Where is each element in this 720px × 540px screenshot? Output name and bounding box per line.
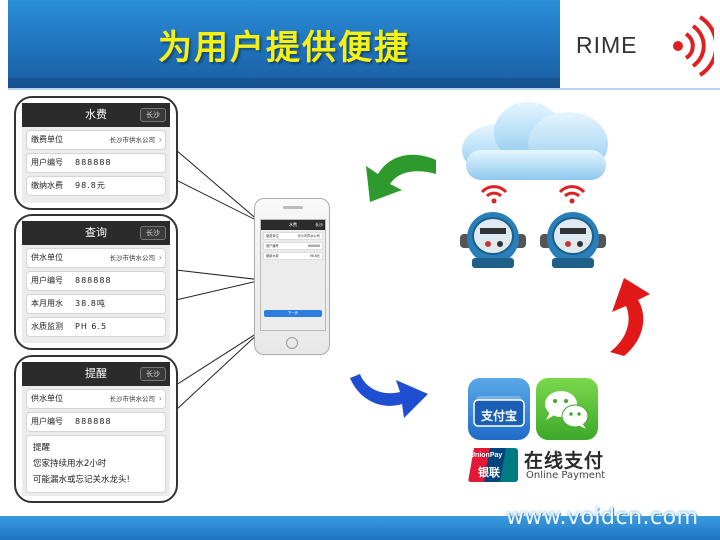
wifi-signal-icon xyxy=(480,185,508,204)
page-title: 为用户提供便捷 xyxy=(158,28,410,68)
panel-water-fee: 水费 长沙 缴费单位 长沙市供水公司 › 用户编号 888888 缴纳水费 98… xyxy=(14,96,178,210)
query-user-id-row[interactable]: 用户编号 888888 xyxy=(26,271,166,291)
query-unit-label: 供水单位 xyxy=(31,253,63,262)
alipay-wallet-icon xyxy=(473,396,525,427)
query-usage-label: 本月用水 xyxy=(31,299,63,308)
chevron-right-icon: › xyxy=(158,394,162,403)
reminder-message: 提醒 您家持续用水2小时 可能漏水或忘记关水龙头! xyxy=(26,435,166,493)
phone-row-value: 888888 xyxy=(307,244,320,248)
signal-waves-icon xyxy=(673,15,714,77)
fee-amount-row[interactable]: 缴纳水费 98.8元 xyxy=(26,176,166,196)
next-button[interactable]: 下一步 xyxy=(264,310,322,317)
watermark: www.voidcn.com xyxy=(506,505,699,530)
panel-query-title: 查询 xyxy=(85,226,107,239)
header-shade xyxy=(8,78,560,88)
logo-text: RIME xyxy=(576,32,638,58)
query-usage-value: 38.8吨 xyxy=(75,299,106,308)
phone-row-value: 98.8元 xyxy=(309,254,320,258)
city-button[interactable]: 长沙 xyxy=(140,367,166,381)
unionpay-label: UnionPay xyxy=(470,452,503,459)
query-usage-row[interactable]: 本月用水 38.8吨 xyxy=(26,294,166,314)
online-payment-cn: 在线支付 xyxy=(524,450,605,472)
phone-row[interactable]: 用户编号 888888 xyxy=(263,242,323,250)
phone-row[interactable]: 缴纳水费 98.8元 xyxy=(263,252,323,260)
phone-nav-title: 水费 xyxy=(289,222,297,227)
wifi-signal-icon xyxy=(558,185,586,204)
cloud-icon xyxy=(462,102,608,180)
reminder-message-title: 提醒 xyxy=(33,443,51,453)
panel-water-fee-navbar: 水费 长沙 xyxy=(22,103,170,127)
reminder-user-id-row[interactable]: 用户编号 888888 xyxy=(26,412,166,432)
panel-reminder-navbar: 提醒 长沙 xyxy=(22,362,170,386)
home-button[interactable] xyxy=(286,337,298,349)
reminder-unit-row[interactable]: 供水单位 长沙市供水公司 › xyxy=(26,389,166,409)
smartphone: 水费 长沙 缴费单位 长沙市供水公司 用户编号 888888 缴纳水费 98.8… xyxy=(254,198,330,355)
wechat-icon[interactable] xyxy=(536,378,598,440)
alipay-icon[interactable]: 支付宝 xyxy=(468,378,530,440)
reminder-user-id-label: 用户编号 xyxy=(31,417,63,426)
phone-speaker xyxy=(283,206,303,209)
city-button[interactable]: 长沙 xyxy=(140,226,166,240)
panel-query-screen: 查询 长沙 供水单位 长沙市供水公司 › 用户编号 888888 本月用水 38… xyxy=(22,221,170,343)
header-banner: 为用户提供便捷 xyxy=(8,0,560,88)
header-divider xyxy=(8,88,720,90)
reminder-message-line: 您家持续用水2小时 xyxy=(33,459,107,469)
phone-navbar: 水费 长沙 xyxy=(261,220,325,230)
fee-unit-label: 缴费单位 xyxy=(31,135,63,144)
panel-reminder: 提醒 长沙 供水单位 长沙市供水公司 › 用户编号 888888 提醒 您家持续… xyxy=(14,355,178,503)
green-arrow-icon xyxy=(366,154,436,202)
city-button[interactable]: 长沙 xyxy=(140,108,166,122)
brand-logo: RIME xyxy=(560,0,720,88)
panel-reminder-screen: 提醒 长沙 供水单位 长沙市供水公司 › 用户编号 888888 提醒 您家持续… xyxy=(22,362,170,496)
query-quality-row[interactable]: 水质监测 PH 6.5 xyxy=(26,317,166,337)
water-meter-icon xyxy=(540,212,606,268)
reminder-message-line: 可能漏水或忘记关水龙头! xyxy=(33,475,130,485)
panel-water-fee-screen: 水费 长沙 缴费单位 长沙市供水公司 › 用户编号 888888 缴纳水费 98… xyxy=(22,103,170,203)
fee-amount-value: 98.8元 xyxy=(75,181,106,190)
phone-row-label: 用户编号 xyxy=(266,244,279,248)
panel-reminder-title: 提醒 xyxy=(85,367,107,380)
phone-screen: 水费 长沙 缴费单位 长沙市供水公司 用户编号 888888 缴纳水费 98.8… xyxy=(260,219,326,331)
query-unit-row[interactable]: 供水单位 长沙市供水公司 › xyxy=(26,248,166,268)
chevron-right-icon: › xyxy=(158,253,162,262)
fee-unit-value: 长沙市供水公司 xyxy=(109,136,156,144)
water-meter-icon xyxy=(460,212,526,268)
red-arrow-icon xyxy=(610,278,650,356)
unionpay-icon[interactable]: UnionPay 银联 xyxy=(468,448,518,482)
reminder-unit-value: 长沙市供水公司 xyxy=(109,395,156,403)
wechat-bubbles-icon xyxy=(545,391,589,429)
query-quality-value: PH 6.5 xyxy=(75,322,108,331)
alipay-label: 支付宝 xyxy=(480,409,517,423)
footer-band xyxy=(0,516,720,540)
reminder-user-id-value: 888888 xyxy=(75,417,112,426)
query-quality-label: 水质监测 xyxy=(31,322,63,331)
chevron-right-icon: › xyxy=(158,135,162,144)
fee-amount-label: 缴纳水费 xyxy=(31,181,63,190)
fee-user-id-label: 用户编号 xyxy=(31,158,63,167)
query-user-id-label: 用户编号 xyxy=(31,276,63,285)
fee-unit-row[interactable]: 缴费单位 长沙市供水公司 › xyxy=(26,130,166,150)
unionpay-cn-label: 银联 xyxy=(478,466,500,479)
phone-row-value: 长沙市供水公司 xyxy=(297,234,320,238)
fee-user-id-value: 888888 xyxy=(75,158,112,167)
phone-city-button[interactable]: 长沙 xyxy=(315,222,323,227)
phone-row-label: 缴费单位 xyxy=(266,234,279,238)
fee-user-id-row[interactable]: 用户编号 888888 xyxy=(26,153,166,173)
phone-row[interactable]: 缴费单位 长沙市供水公司 xyxy=(263,232,323,240)
query-user-id-value: 888888 xyxy=(75,276,112,285)
blue-arrow-icon xyxy=(350,374,428,418)
panel-water-fee-title: 水费 xyxy=(85,108,107,121)
panel-query-navbar: 查询 长沙 xyxy=(22,221,170,245)
panel-query: 查询 长沙 供水单位 长沙市供水公司 › 用户编号 888888 本月用水 38… xyxy=(14,214,178,350)
query-unit-value: 长沙市供水公司 xyxy=(109,254,156,262)
online-payment-en: Online Payment xyxy=(526,470,606,481)
phone-row-label: 缴纳水费 xyxy=(266,254,279,258)
reminder-unit-label: 供水单位 xyxy=(31,394,63,403)
